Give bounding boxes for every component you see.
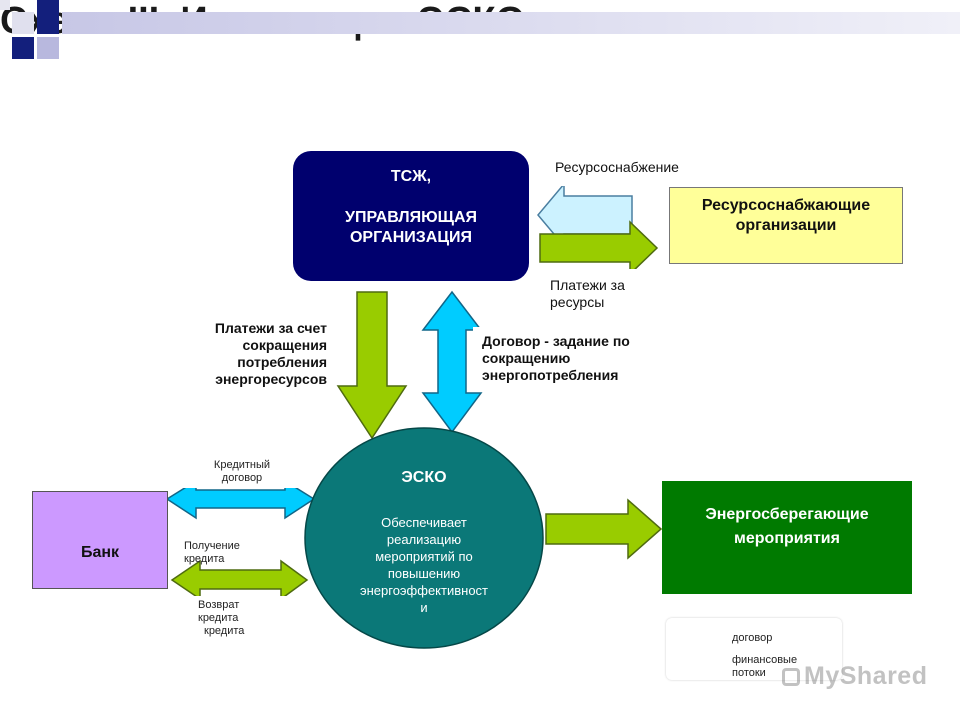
legend-finance-line1: финансовые	[732, 654, 798, 666]
contract-task-line: сокращению	[482, 350, 571, 366]
esco-node	[304, 427, 544, 649]
legend-contract-label: договор	[732, 632, 773, 644]
payments-saving-line: потребления	[237, 354, 327, 370]
decor-square	[12, 37, 34, 59]
decor-square	[37, 37, 59, 59]
bank-label: Банк	[80, 544, 120, 561]
credit-receive-line2: кредита	[184, 553, 225, 565]
decor-band	[62, 12, 960, 34]
esco-to-energy-arrow	[545, 498, 663, 560]
payments-saving-line: Платежи за счет	[214, 320, 327, 336]
credit-flow-arrow	[170, 559, 309, 601]
contract-task-label: Договор - задание по сокращению энергопо…	[473, 327, 708, 386]
watermark-logo: MyShared	[782, 662, 927, 691]
esco-desc-line: энергоэффективност	[359, 583, 489, 598]
esco-desc-line: Обеспечивает	[381, 515, 467, 530]
credit-return-line1: Возврат	[198, 599, 240, 611]
energy-line1: Энергосберегающие	[705, 506, 869, 523]
credit-receive-line1: Получение	[184, 540, 240, 552]
supply-org-line1: Ресурсоснабжающие	[701, 197, 871, 214]
credit-contract-label: Кредитный договор	[183, 455, 301, 488]
credit-contract-line1: Кредитный	[213, 459, 271, 471]
tsj-line3: ОРГАНИЗАЦИЯ	[349, 229, 473, 246]
payment-saving-arrow	[336, 291, 408, 440]
esco-desc-line: реализацию	[386, 532, 462, 547]
energy-saving-node: Энергосберегающие мероприятия	[662, 481, 912, 594]
payments-resources-label: Платежи за ресурсы	[540, 269, 683, 310]
supply-org-line2: организации	[735, 217, 837, 234]
credit-return-line3: кредита	[204, 625, 245, 637]
payments-saving-label: Платежи за счет сокращения потребления э…	[163, 314, 333, 404]
esco-desc-line: мероприятий по	[375, 549, 473, 564]
payments-saving-line: энергоресурсов	[215, 371, 327, 387]
watermark-text: MyShared	[804, 662, 928, 690]
payments-resources-line2: ресурсы	[550, 294, 605, 310]
supply-label: Ресурсоснабжение	[546, 153, 730, 186]
payments-saving-line: сокращения	[242, 337, 327, 353]
decor-square	[37, 0, 59, 34]
legend-finance-label: финансовые потоки	[732, 654, 797, 680]
esco-desc-line: и	[420, 600, 428, 615]
esco-desc-line: повышению	[387, 566, 461, 581]
tsj-line2: УПРАВЛЯЮЩАЯ	[344, 209, 477, 226]
supply-org-node: Ресурсоснабжающие организации	[669, 187, 903, 264]
esco-text: ЭСКО Обеспечивает реализацию мероприятий…	[340, 468, 508, 616]
contract-task-line: Договор - задание по	[482, 333, 630, 349]
credit-return-label: Возврат кредита кредита	[190, 596, 298, 637]
legend-finance-line2: потоки	[732, 667, 766, 679]
supply-label-text: Ресурсоснабжение	[555, 159, 679, 175]
legend: договор финансовые потоки	[666, 618, 842, 680]
esco-title: ЭСКО	[401, 469, 447, 486]
payment-resources-arrow	[539, 220, 659, 276]
decor-square	[0, 0, 10, 10]
credit-return-line2: кредита	[198, 612, 239, 624]
decor-square	[12, 12, 34, 34]
credit-receive-label: Получение кредита	[176, 536, 292, 565]
payments-resources-line1: Платежи за	[550, 277, 625, 293]
contract-task-line: энергопотребления	[482, 367, 619, 383]
tsj-node: ТСЖ, УПРАВЛЯЮЩАЯ ОРГАНИЗАЦИЯ	[293, 151, 529, 281]
energy-line2: мероприятия	[734, 530, 840, 547]
tsj-line1: ТСЖ,	[390, 168, 432, 185]
watermark-icon	[782, 668, 800, 686]
credit-contract-line2: договор	[221, 472, 263, 484]
bank-node: Банк	[32, 491, 168, 589]
